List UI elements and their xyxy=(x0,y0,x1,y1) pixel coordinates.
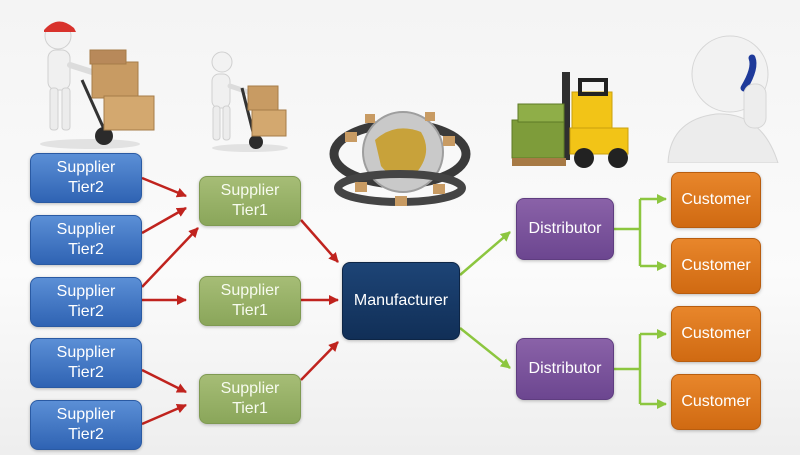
worker-hand-truck-boxes-icon xyxy=(40,21,155,149)
supplier-tier2-node: Supplier Tier2 xyxy=(30,153,142,203)
arrow-manufacturer-to-distributor xyxy=(459,231,511,276)
supplier-tier2-node: Supplier Tier2 xyxy=(30,338,142,388)
supplier-tier2-node: Supplier Tier2 xyxy=(30,215,142,265)
manufacturer-node: Manufacturer xyxy=(342,262,460,340)
worker-hand-truck-icon xyxy=(211,51,288,152)
supplier-tier2-node: Supplier Tier2 xyxy=(30,400,142,450)
arrow-tier1-to-manufacturer xyxy=(300,219,339,263)
customer-node: Customer xyxy=(671,306,761,362)
arrow-tier2-to-tier1 xyxy=(141,368,187,394)
globe-conveyor-boxes-icon xyxy=(329,111,471,206)
distributor-node: Distributor xyxy=(516,198,614,260)
supplier-tier2-node: Supplier Tier2 xyxy=(30,277,142,327)
arrow-manufacturer-to-distributor xyxy=(459,327,511,369)
arrow-tier2-to-tier1 xyxy=(141,403,187,426)
arrow-tier2-to-tier1 xyxy=(141,206,187,235)
customer-node: Customer xyxy=(671,238,761,294)
customer-node: Customer xyxy=(671,374,761,430)
arrow-tier2-to-tier1 xyxy=(141,227,199,288)
forklift-pallet-icon xyxy=(511,72,629,168)
customer-node: Customer xyxy=(671,172,761,228)
arrow-tier2-to-tier1 xyxy=(141,176,187,198)
supplier-tier1-node: Supplier Tier1 xyxy=(199,276,301,326)
supplier-tier1-node: Supplier Tier1 xyxy=(199,176,301,226)
person-on-phone-icon xyxy=(667,35,779,163)
supplier-tier1-node: Supplier Tier1 xyxy=(199,374,301,424)
arrow-tier1-to-manufacturer xyxy=(300,341,339,381)
distributor-node: Distributor xyxy=(516,338,614,400)
